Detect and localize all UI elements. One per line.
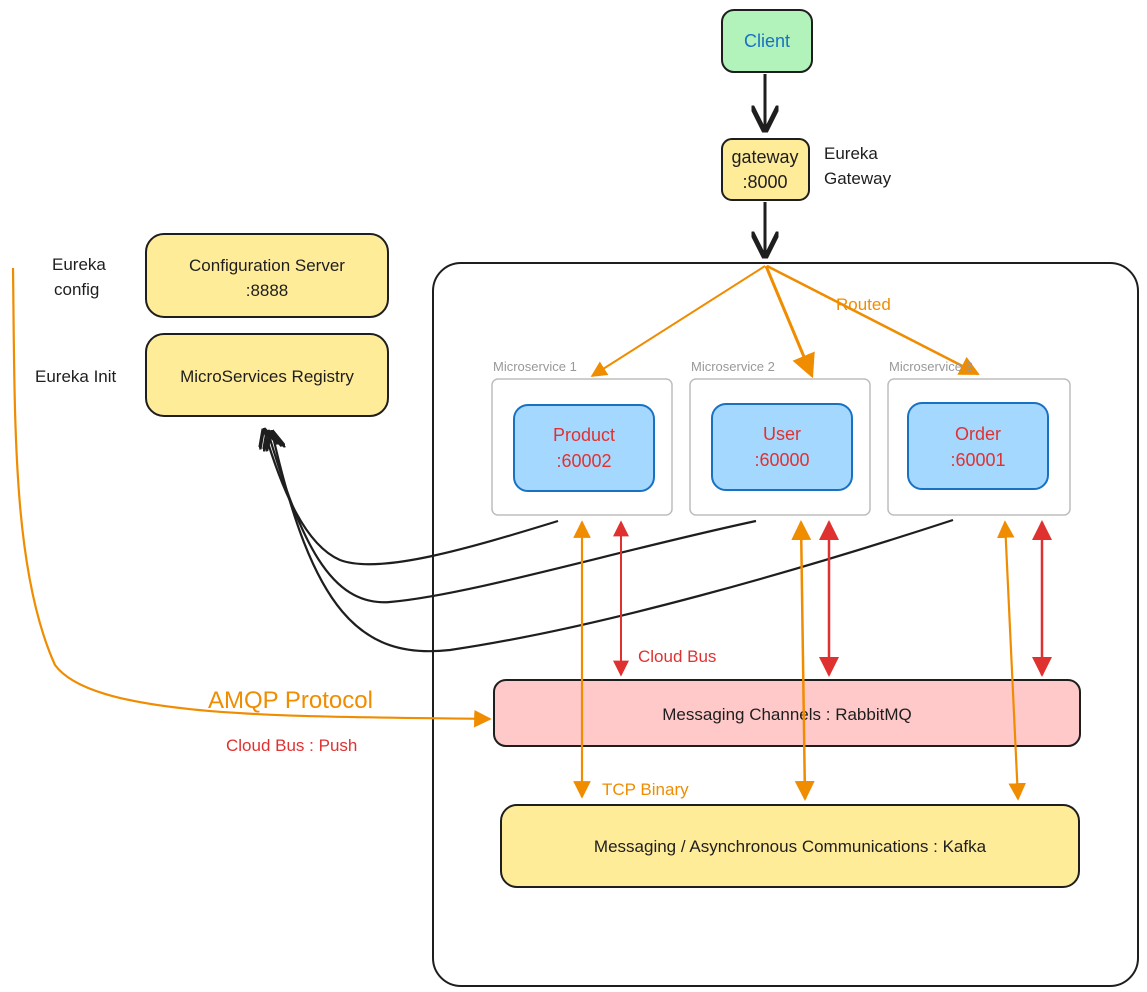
route-arrow-user [764, 265, 815, 379]
config-server-name: Configuration Server [189, 256, 345, 275]
config-side-label-1: Eureka [52, 255, 106, 274]
registry-side-label: Eureka Init [35, 367, 117, 386]
gateway-side-label-1: Eureka [824, 144, 878, 163]
gateway-node[interactable]: gateway :8000 [721, 138, 810, 201]
product-registration-curve [264, 430, 559, 566]
client-node[interactable]: Client [721, 9, 813, 73]
gateway-port: :8000 [742, 172, 787, 192]
microservice-3-caption: Microservice 3 [889, 359, 973, 374]
registry-name: MicroServices Registry [180, 367, 354, 386]
order-service-node[interactable]: Order :60001 [907, 402, 1049, 490]
kafka-node[interactable]: Messaging / Asynchronous Communications … [500, 804, 1080, 888]
user-service-port: :60000 [754, 450, 809, 470]
microservice-2-caption: Microservice 2 [691, 359, 775, 374]
microservice-2: Microservice 2 User :60000 [689, 359, 871, 516]
amqp-cloud-bus-push-label: Cloud Bus : Push [226, 736, 357, 755]
user-registration-curve [268, 432, 757, 604]
rabbitmq-label: Messaging Channels : RabbitMQ [662, 705, 911, 724]
tcp-binary-label: TCP Binary [602, 780, 689, 799]
configuration-server-node[interactable]: Configuration Server :8888 [145, 233, 389, 318]
system-boundary [432, 262, 1139, 987]
rabbitmq-node[interactable]: Messaging Channels : RabbitMQ [493, 679, 1081, 747]
product-service-node[interactable]: Product :60002 [513, 404, 655, 492]
gateway-side-label-2: Gateway [824, 169, 892, 188]
kafka-label: Messaging / Asynchronous Communications … [594, 837, 987, 856]
order-service-port: :60001 [950, 450, 1005, 470]
route-arrow-product [590, 265, 766, 377]
product-service-port: :60002 [556, 451, 611, 471]
gateway-name: gateway [731, 147, 798, 167]
microservice-1: Microservice 1 Product :60002 [491, 359, 673, 516]
route-arrow-order [766, 264, 980, 376]
amqp-protocol-label: AMQP Protocol [208, 687, 373, 714]
microservices-registry-node[interactable]: MicroServices Registry [145, 333, 389, 417]
cloud-bus-label: Cloud Bus [638, 647, 716, 666]
user-kafka-arrow [791, 520, 815, 801]
microservice-3: Microservice 3 Order :60001 [887, 359, 1071, 516]
microservice-1-caption: Microservice 1 [493, 359, 577, 374]
amqp-push-curve [11, 267, 492, 728]
order-kafka-arrow [996, 520, 1027, 801]
config-server-port: :8888 [246, 281, 289, 300]
product-service-name: Product [553, 425, 615, 445]
config-side-label-2: config [54, 280, 99, 299]
user-service-node[interactable]: User :60000 [711, 403, 853, 491]
routed-label: Routed [836, 295, 891, 314]
user-service-name: User [763, 424, 801, 444]
order-service-name: Order [955, 424, 1001, 444]
client-label: Client [744, 31, 790, 51]
